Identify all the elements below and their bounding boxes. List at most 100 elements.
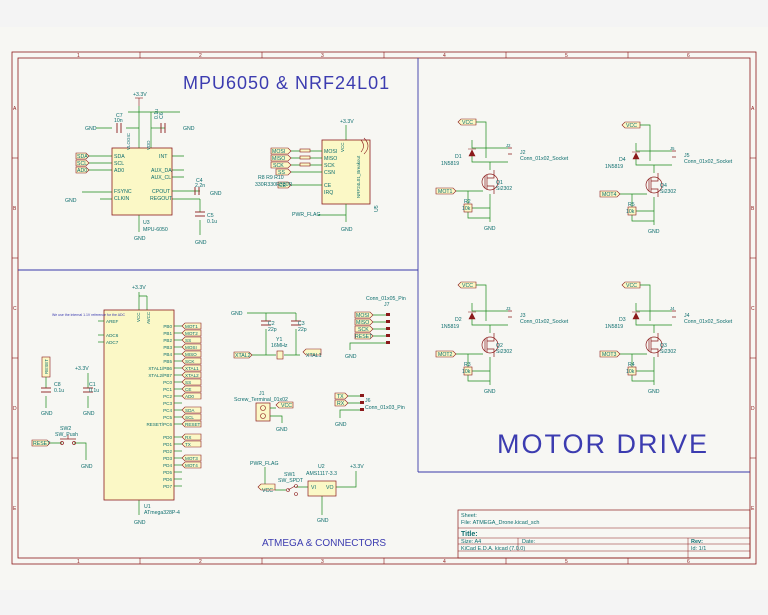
mpu-pin-fsync: FSYNC (114, 189, 132, 195)
gnd-label: GND (484, 226, 496, 232)
u2-ref: U2 (318, 464, 325, 470)
frame-letter: A (751, 106, 755, 112)
atmega-pin: PD6 (163, 477, 172, 482)
atmega-pin: PD4 (163, 463, 172, 468)
u2-value: AMS1117-3.3 (306, 471, 337, 477)
sw-ref: SW2 (60, 426, 71, 432)
frame-ticks (12, 52, 756, 564)
net-label: VCC (626, 123, 637, 129)
connector-value: Conn_01x02_Socket (684, 319, 733, 325)
frame-number: 2 (199, 559, 202, 565)
atmega-pin: PC5 (163, 415, 172, 420)
diode-value: 1N5819 (441, 161, 459, 167)
diode-ref: D4 (619, 157, 626, 163)
frame-letter: D (13, 406, 17, 412)
title-block: Sheet: File: ATMEGA_Drone.kicad_sch Titl… (457, 509, 751, 559)
section-dividers (18, 58, 750, 473)
atmega328p-chip (103, 309, 175, 501)
nrf-pin-csn: CSN (324, 170, 335, 176)
nrf-pin-miso: MISO (324, 156, 337, 162)
ams1117-regulator (307, 480, 337, 497)
atmega-pin: PD1 (163, 442, 172, 447)
gnd-label: GND (345, 354, 357, 360)
frame-letter: E (751, 506, 755, 512)
c2-ref: C2 (268, 321, 275, 327)
mosfet-ref: Q3 (660, 343, 667, 349)
frame-letter: C (13, 306, 17, 312)
resistor-ref: R5 (628, 202, 635, 208)
tb-rev: Rev: (691, 539, 703, 545)
net-label: RESET (355, 334, 373, 340)
motor-driver-4: VCCD31N5819J4J4Conn_01x02_SocketQ3Si2302… (599, 281, 733, 395)
tb-title: Title: (461, 531, 478, 538)
net-label: TX (337, 394, 344, 400)
atmega-block: +3.3V VCC AVCC We use the internal 1.1V … (31, 285, 202, 526)
connectors-block: Conn_01x05_Pin J7 MOSI MISO SCK RESET GN… (234, 296, 406, 433)
atmega-pin: PC4 (163, 408, 172, 413)
frame-letter: B (13, 206, 17, 212)
net-label: VCC (281, 403, 292, 409)
sw1-value: SW_SPDT (278, 478, 304, 484)
frame-number: 4 (443, 559, 446, 565)
gnd-label: GND (195, 240, 207, 246)
connector-ref: J3 (520, 313, 526, 319)
gnd-label: GND (317, 518, 329, 524)
chip-value: ATmega328P-4 (144, 510, 180, 516)
connector-ref: J4 (684, 313, 690, 319)
frame-letter: C (751, 306, 755, 312)
nrf-pin-mosi: MOSI (324, 149, 337, 155)
frame-letter: D (751, 406, 755, 412)
frame-number: 5 (565, 53, 568, 59)
net-label: XTAL1 (306, 353, 322, 359)
net-label: AD0 (77, 168, 87, 174)
frame-number: 4 (443, 53, 446, 59)
atmega-pin: AREF (106, 319, 118, 324)
mosfet-value: Si2302 (660, 189, 676, 195)
net-label: MOT4 (602, 192, 617, 198)
atmega-pin: RESET/PC6 (146, 422, 172, 427)
net-label: MOT1 (185, 324, 198, 329)
gnd-label: GND (65, 198, 77, 204)
atmega-pin: PB4 (163, 352, 172, 357)
c4-ref: C4 (196, 178, 203, 184)
atmega-pin: XTAL2/PB7 (148, 373, 172, 378)
vcc-label: +3.3V (133, 92, 147, 98)
vcc-label: +3.3V (75, 366, 89, 372)
atmega-pin: PB1 (163, 331, 172, 336)
resistor-value: 10k (626, 369, 635, 375)
j7-ref: J7 (384, 302, 390, 308)
adc-note: We use the internal 1.1V reference for t… (52, 313, 126, 317)
net-label: VCC (626, 283, 637, 289)
chip-ref: U3 (143, 220, 150, 226)
tb-tool: KiCad E.D.A. kicad (7.0.0) (461, 546, 525, 552)
reg-vin: VI (311, 485, 316, 491)
frame-number: 1 (77, 559, 80, 565)
mpu6050-chip (111, 147, 173, 216)
frame-number: 3 (321, 53, 324, 59)
frame-letter: E (13, 506, 17, 512)
nrf24l01-block: +3.3V VCC NRF24L01_Breakout U5 MOSI MISO… (255, 119, 380, 233)
net-label: SDA (185, 408, 195, 413)
atmega-pin: PC2 (163, 394, 172, 399)
net-label: CE (185, 387, 191, 392)
mpu-pin-cpout: CPOUT (152, 189, 171, 195)
j6-ref: J6 (365, 398, 371, 404)
resistor-ref: R3 (464, 362, 471, 368)
c6-ref: C6 (159, 112, 165, 119)
atmega-pin: PD2 (163, 449, 172, 454)
frame-number: 2 (199, 53, 202, 59)
gnd-label: GND (648, 229, 660, 235)
c5-value: 0.1u (207, 219, 217, 225)
c3-ref: C3 (298, 321, 305, 327)
mosfet-value: Si2302 (660, 349, 676, 355)
tb-date: Date: (522, 539, 536, 545)
power-block: PWR_FLAG SW1 SW_SPDT U2 AMS1117-3.3 +3.3… (250, 461, 364, 524)
motor-drivers: VCCD11N5819J2J2Conn_01x02_SocketQ1Si2302… (435, 118, 733, 395)
net-label: TX (185, 442, 191, 447)
j1-value: Screw_Terminal_01x02 (234, 397, 288, 403)
net-label: MOSI (185, 345, 197, 350)
motor-driver-1: VCCD11N5819J2J2Conn_01x02_SocketQ1Si2302… (435, 118, 569, 232)
atmega-pin: ADC6 (106, 333, 119, 338)
sw-value: SW_Push (55, 432, 78, 438)
y1-value: 16MHz (271, 343, 288, 349)
